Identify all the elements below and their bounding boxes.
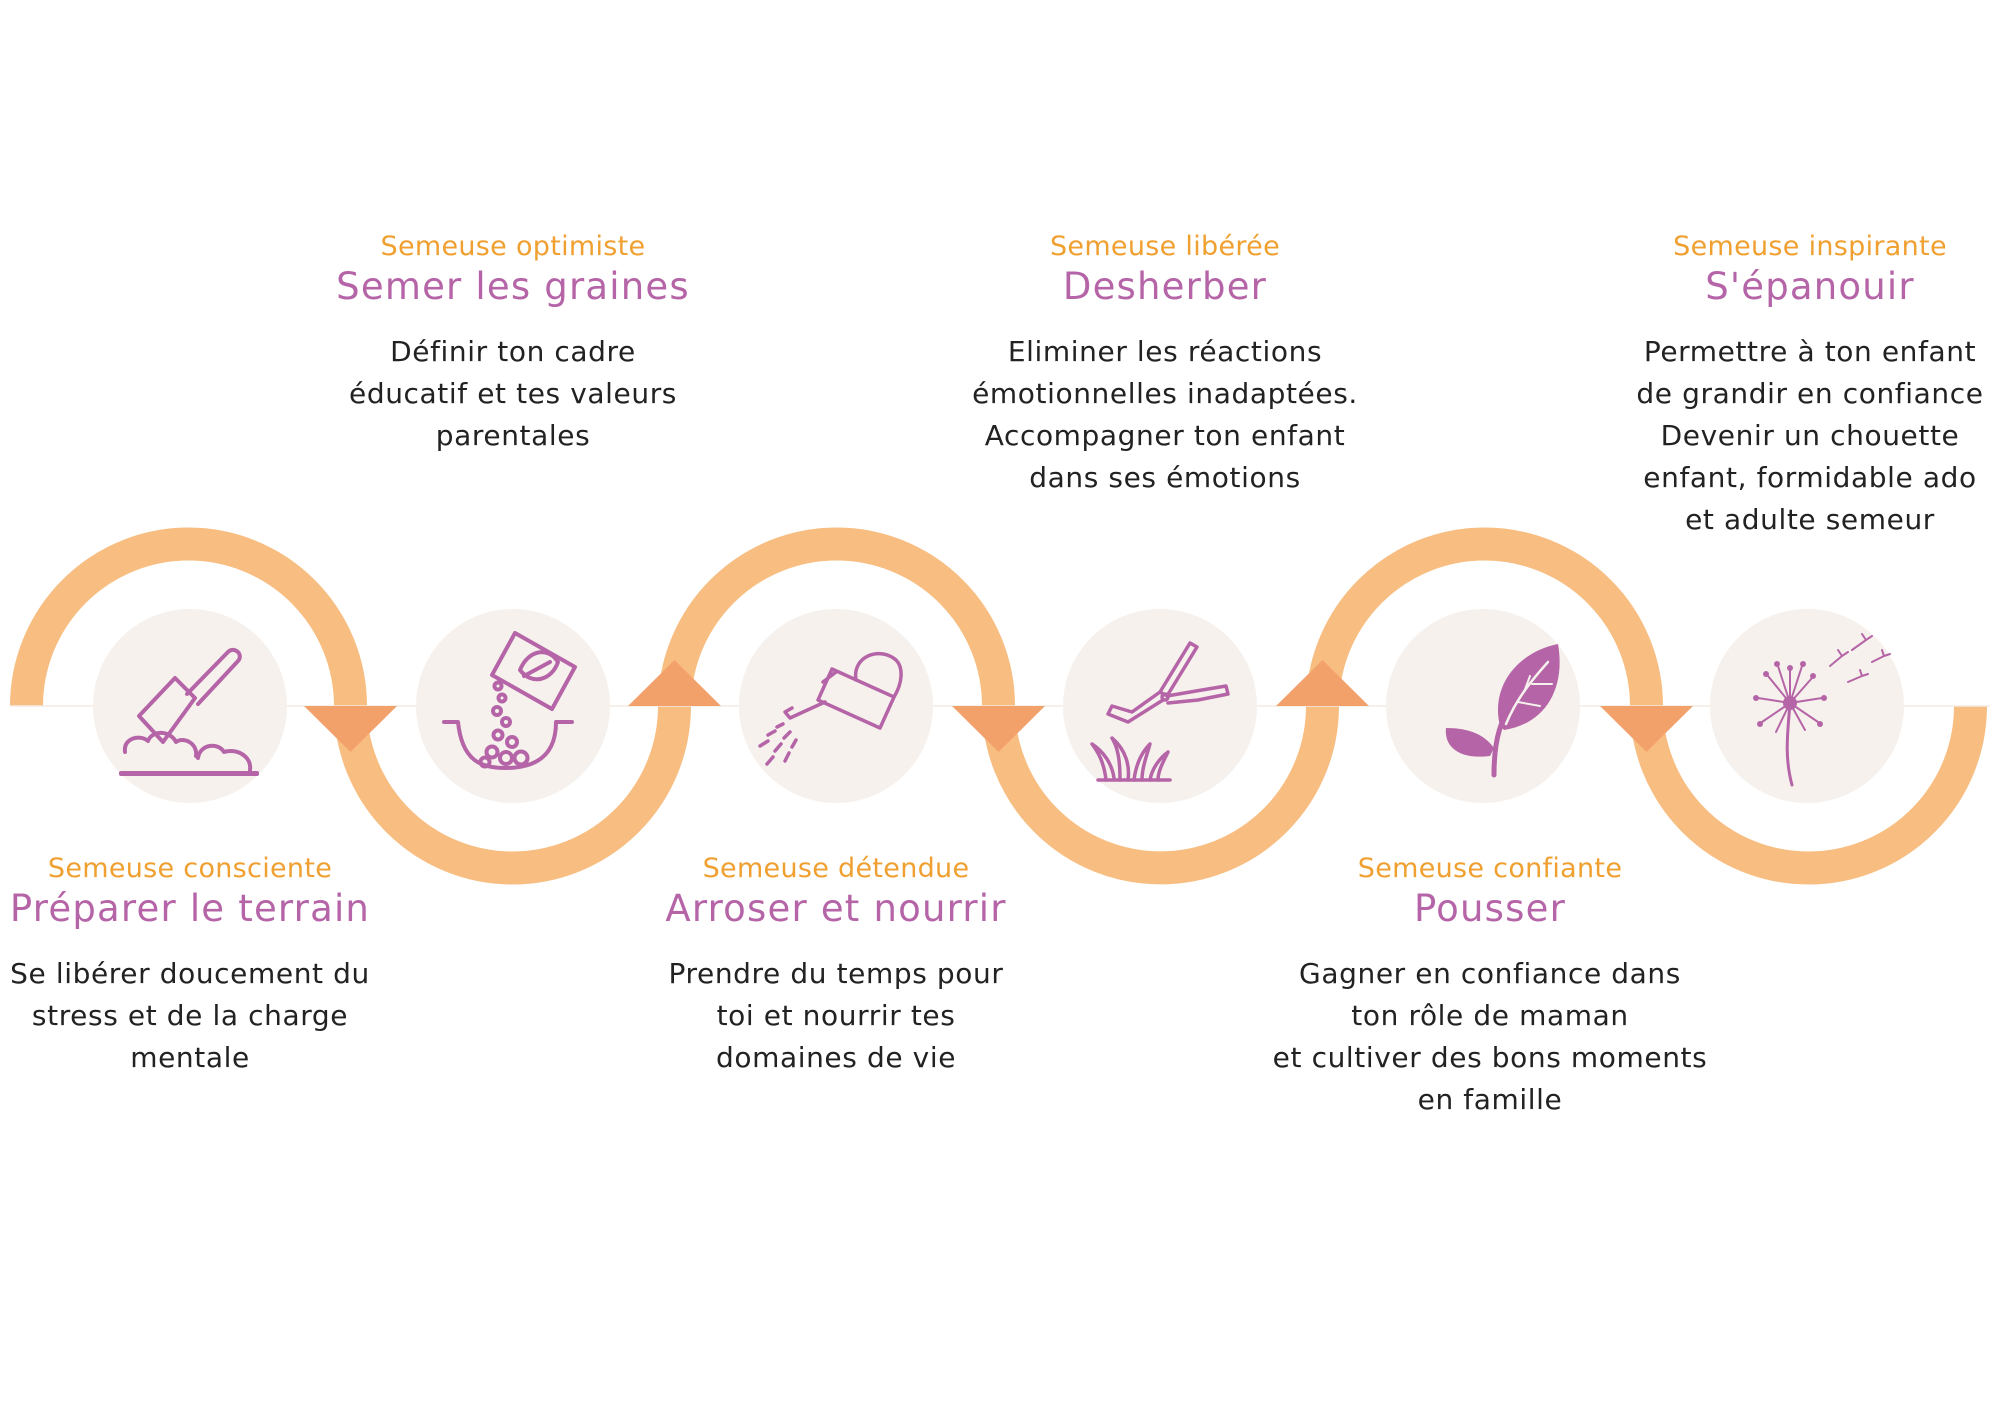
icon-circle-6	[1710, 609, 1904, 803]
step-description: Définir ton cadre éducatif et tes valeur…	[253, 331, 773, 457]
desc-line: mentale	[130, 1041, 250, 1074]
desc-line: Devenir un chouette	[1660, 419, 1960, 452]
desc-line: émotionnelles inadaptées.	[972, 377, 1358, 410]
arc-6	[1630, 705, 1987, 885]
step-subtitle: Semeuse libérée	[1049, 231, 1281, 262]
desc-line: et cultiver des bons moments	[1272, 1041, 1708, 1074]
step-2: Semeuse optimiste Semer les graines Défi…	[253, 229, 773, 457]
desc-line: Permettre à ton enfant	[1643, 335, 1977, 368]
step-subtitle: Semeuse détendue	[702, 853, 970, 884]
desc-line: ton rôle de maman	[1351, 999, 1629, 1032]
step-1: Semeuse consciente Préparer le terrain S…	[0, 851, 450, 1079]
step-title: Arroser et nourrir	[665, 887, 1007, 930]
desc-line: enfant, formidable ado	[1643, 461, 1977, 494]
step-description: Prendre du temps pour toi et nourrir tes…	[576, 953, 1096, 1079]
desc-line: toi et nourrir tes	[716, 999, 956, 1032]
arc-2	[334, 705, 691, 885]
step-description: Eliminer les réactions émotionnelles ina…	[905, 331, 1425, 499]
desc-line: parentales	[435, 419, 591, 452]
step-title: Préparer le terrain	[9, 887, 371, 930]
desc-line: Accompagner ton enfant	[984, 419, 1346, 452]
hedge-shears-icon	[1090, 641, 1230, 782]
step-subtitle: Semeuse confiante	[1357, 853, 1623, 884]
desc-line: Se libérer doucement du	[10, 957, 370, 990]
watering-can-icon	[758, 651, 903, 766]
icon-circle-5	[1386, 609, 1580, 803]
arrows	[304, 660, 1693, 752]
step-6: Semeuse inspirante S'épanouir Permettre …	[1550, 229, 2000, 541]
arc-4	[982, 705, 1339, 885]
seed-packet-icon	[442, 631, 577, 770]
step-subtitle: Semeuse inspirante	[1673, 231, 1947, 262]
arrow-down-1	[304, 706, 397, 752]
step-4: Semeuse libérée Desherber Eliminer les r…	[905, 229, 1425, 499]
arc-3	[658, 527, 1015, 707]
step-5: Semeuse confiante Pousser Gagner en conf…	[1230, 851, 1750, 1121]
step-title: Semer les graines	[336, 265, 690, 308]
desc-line: stress et de la charge	[31, 999, 349, 1032]
icon-circle-3	[739, 609, 933, 803]
step-subtitle: Semeuse consciente	[47, 853, 333, 884]
desc-line: Prendre du temps pour	[668, 957, 1004, 990]
step-subtitle: Semeuse optimiste	[380, 231, 646, 262]
dandelion-icon	[1753, 633, 1891, 787]
desc-line: et adulte semeur	[1685, 503, 1935, 536]
wave-arcs	[10, 527, 1987, 885]
step-3: Semeuse détendue Arroser et nourrir Pren…	[576, 851, 1096, 1079]
icon-circle-4	[1063, 609, 1257, 803]
desc-line: domaines de vie	[715, 1041, 957, 1074]
step-description: Gagner en confiance dans ton rôle de mam…	[1230, 953, 1750, 1121]
arrow-up-2	[628, 660, 721, 706]
desc-line: éducatif et tes valeurs	[349, 377, 677, 410]
arc-1	[10, 527, 367, 707]
step-description: Se libérer doucement du stress et de la …	[0, 953, 450, 1079]
desc-line: Eliminer les réactions	[1007, 335, 1323, 368]
step-title: S'épanouir	[1705, 265, 1915, 308]
sprout-icon	[1445, 644, 1560, 778]
desc-line: Gagner en confiance dans	[1299, 957, 1681, 990]
arrow-down-3	[952, 706, 1045, 752]
step-title: Pousser	[1413, 887, 1566, 930]
arrow-up-4	[1276, 660, 1369, 706]
step-description: Permettre à ton enfant de grandir en con…	[1550, 331, 2000, 541]
trowel-soil-icon	[119, 647, 259, 776]
arc-5	[1306, 527, 1663, 707]
step-title: Desherber	[1062, 265, 1268, 308]
arrow-down-5	[1600, 706, 1693, 752]
desc-line: de grandir en confiance	[1636, 377, 1984, 410]
desc-line: Définir ton cadre	[390, 335, 636, 368]
desc-line: dans ses émotions	[1029, 461, 1301, 494]
desc-line: en famille	[1417, 1083, 1563, 1116]
